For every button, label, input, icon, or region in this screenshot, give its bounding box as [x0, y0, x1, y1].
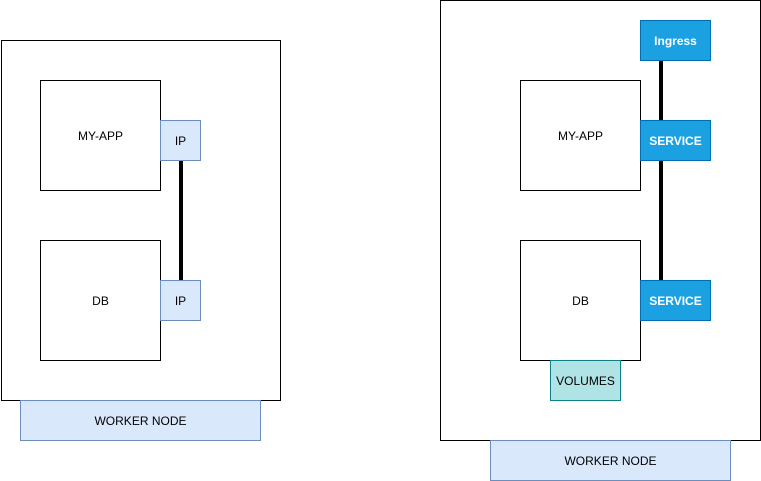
left-my-app-label: MY-APP: [78, 128, 123, 143]
left-worker-node: WORKER NODE: [20, 400, 261, 441]
left-db-label: DB: [92, 293, 109, 308]
left-connector-line: [179, 160, 183, 281]
left-db-pod: DB: [40, 240, 161, 361]
right-db-label: DB: [572, 293, 589, 308]
right-worker-node: WORKER NODE: [490, 440, 731, 481]
app-service-label: SERVICE: [649, 133, 702, 148]
app-service-box: SERVICE: [640, 120, 711, 161]
right-db-pod: DB: [520, 240, 641, 361]
left-app-ip-box: IP: [160, 120, 201, 161]
left-db-ip-label: IP: [174, 293, 187, 308]
left-worker-node-label: WORKER NODE: [94, 413, 187, 428]
volumes-box: VOLUMES: [550, 360, 621, 401]
right-connector-line: [659, 60, 663, 281]
ingress-label: Ingress: [654, 33, 697, 48]
right-my-app-pod: MY-APP: [520, 80, 641, 191]
left-app-ip-label: IP: [174, 133, 187, 148]
ingress-box: Ingress: [640, 20, 711, 61]
db-service-box: SERVICE: [640, 280, 711, 321]
left-db-ip-box: IP: [160, 280, 201, 321]
left-my-app-pod: MY-APP: [40, 80, 161, 191]
db-service-label: SERVICE: [649, 293, 702, 308]
volumes-label: VOLUMES: [556, 373, 615, 388]
right-my-app-label: MY-APP: [558, 128, 603, 143]
right-worker-node-label: WORKER NODE: [564, 453, 657, 468]
